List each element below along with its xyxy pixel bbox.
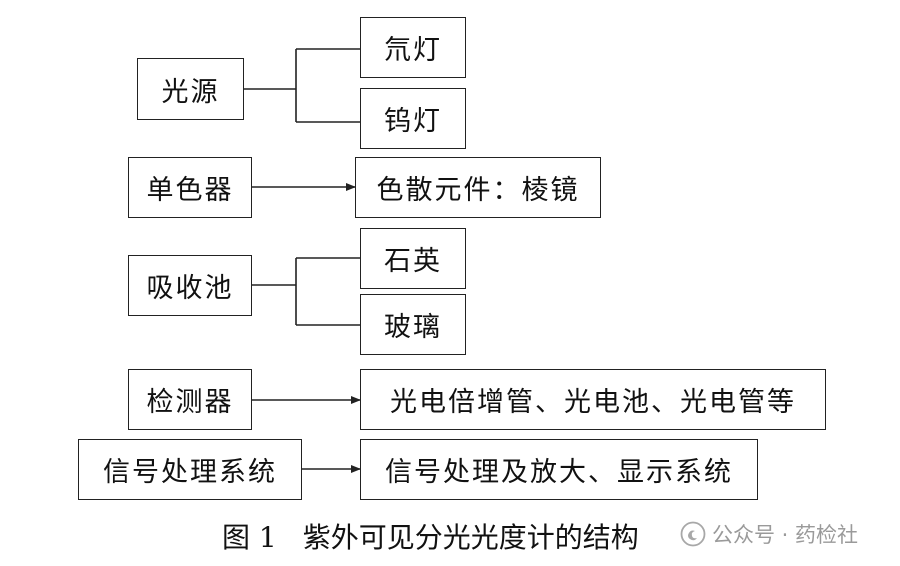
cuvette-box: 吸收池 xyxy=(128,255,252,316)
dispersive-element-box: 色散元件：棱镜 xyxy=(355,157,601,218)
quartz-box: 石英 xyxy=(360,228,466,289)
monochromator-box: 单色器 xyxy=(128,157,252,218)
glass-label: 玻璃 xyxy=(384,312,442,343)
deuterium-lamp-label: 氘灯 xyxy=(384,35,442,66)
deuterium-lamp-box: 氘灯 xyxy=(360,17,466,78)
figure-caption: 图 1 紫外可见分光光度计的结构 xyxy=(222,516,639,556)
signal-processing-box: 信号处理系统 xyxy=(78,439,302,500)
monochromator-label: 单色器 xyxy=(146,175,234,206)
detector-box: 检测器 xyxy=(128,369,252,430)
watermark-text: 公众号 · 药检社 xyxy=(712,523,859,547)
signal-processing-label: 信号处理系统 xyxy=(103,457,277,488)
detector-types-box: 光电倍增管、光电池、光电管等 xyxy=(360,369,826,430)
tungsten-lamp-box: 钨灯 xyxy=(360,88,466,149)
cuvette-label: 吸收池 xyxy=(146,273,234,304)
signal-display-label: 信号处理及放大、显示系统 xyxy=(385,457,733,488)
glass-box: 玻璃 xyxy=(360,294,466,355)
dispersive-element-label: 色散元件：棱镜 xyxy=(376,175,580,206)
light-source-label: 光源 xyxy=(161,76,220,108)
wechat-official-account-logo-icon xyxy=(680,521,706,547)
watermark: 公众号 · 药检社 xyxy=(680,519,858,549)
quartz-label: 石英 xyxy=(384,246,442,277)
signal-display-box: 信号处理及放大、显示系统 xyxy=(360,439,758,500)
figure-number: 图 1 xyxy=(222,521,277,554)
light-source-box: 光源 xyxy=(137,58,244,120)
detector-types-label: 光电倍增管、光电池、光电管等 xyxy=(390,387,796,418)
tungsten-lamp-label: 钨灯 xyxy=(384,106,442,137)
figure-title: 紫外可见分光光度计的结构 xyxy=(302,521,639,554)
detector-label: 检测器 xyxy=(146,387,234,418)
